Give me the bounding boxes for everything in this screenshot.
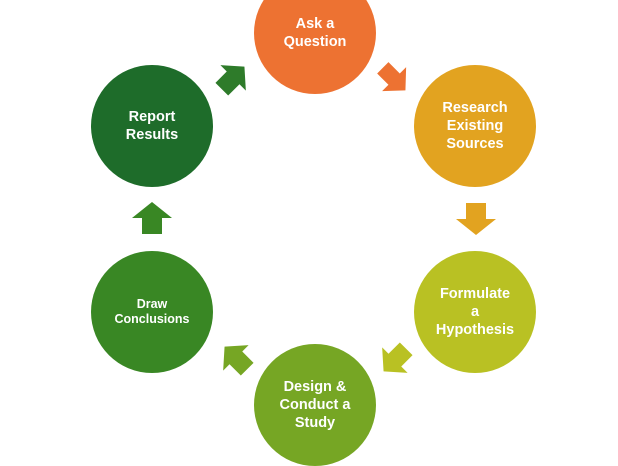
arrow-hypothesis-to-design [382,342,413,373]
step-design-and-conduct-a-study: Design & Conduct a Study [254,344,376,466]
step-label: Formulate a Hypothesis [435,286,515,338]
step-label: Research Existing Sources [442,100,508,152]
step-formulate-a-hypothesis: Formulate a Hypothesis [414,251,536,373]
arrow-design-to-draw [223,345,254,376]
arrow-report-to-ask [215,65,246,96]
step-draw-conclusions: Draw Conclusions [91,251,213,373]
step-label: Report Results [125,109,179,143]
step-label: Draw Conclusions [114,297,190,326]
arrow-ask-to-research [377,62,407,92]
step-report-results: Report Results [91,65,213,187]
step-label: Ask a Question [283,16,347,50]
arrow-draw-to-report [132,202,172,234]
step-label: Design & Conduct a Study [279,379,351,431]
arrow-research-to-hypothesis [456,203,496,235]
step-ask-a-question: Ask a Question [254,0,376,94]
step-research-existing-sources: Research Existing Sources [414,65,536,187]
